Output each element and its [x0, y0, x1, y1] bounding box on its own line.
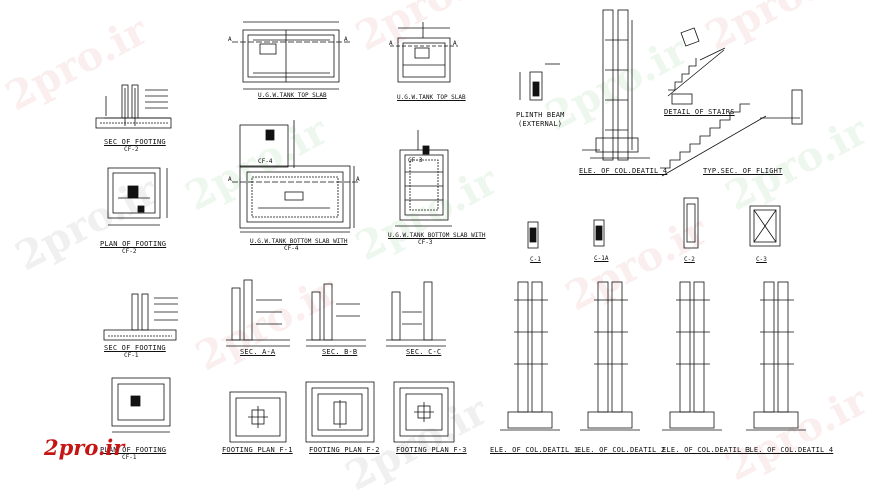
tank-bottom-slab-cf4-sub: CF-4	[284, 245, 299, 252]
section-marker-a: A	[344, 36, 348, 43]
footing-plan-cf1-sub: CF-1	[122, 454, 137, 461]
footing-plan-cf2-title: PLAN OF FOOTING	[100, 240, 167, 248]
footing-plan-cf2-sub: CF-2	[122, 248, 137, 255]
tank-bottom-slab-cf3	[395, 130, 452, 227]
footing-plan-f1	[229, 391, 287, 443]
section-marker-a: A	[389, 40, 393, 47]
section-marker-a: A	[228, 176, 232, 183]
section-cc	[386, 281, 446, 347]
section-bb	[306, 283, 366, 347]
footing-section-cf1-title: SEC OF FOOTING	[104, 344, 166, 352]
tank-bottom-slab-cf3-title: U.G.W.TANK BOTTOM SLAB WITH	[388, 232, 486, 239]
section-aa	[226, 279, 290, 347]
tank-bottom-slab-cf4-title: U.G.W.TANK BOTTOM SLAB WITH	[250, 238, 348, 245]
column-elevation-4	[746, 281, 806, 431]
footing-plan-f2	[305, 381, 375, 443]
column-elevation-4-title: ELE. OF COL.DEATIL 4	[745, 446, 834, 454]
section-marker-a: A	[453, 40, 457, 47]
section-cc-title: SEC. C-C	[406, 348, 442, 356]
footing-plan-cf2	[107, 167, 168, 226]
column-elevation-1-title: ELE. OF COL.DEATIL 1	[490, 446, 579, 454]
stairs-detail-title: DETAIL OF STAIRS	[664, 108, 735, 116]
stairs-detail	[667, 27, 726, 105]
footing-section-cf2-sub: CF-2	[124, 146, 139, 153]
plinth-beam-sub: (EXTERNAL)	[518, 120, 563, 128]
plinth-beam-title: PLINTH BEAM	[516, 111, 565, 119]
footing-section-cf1-sub: CF-1	[124, 352, 139, 359]
column-c1	[527, 221, 539, 249]
column-elevation-1	[500, 281, 560, 431]
section-marker-a: A	[356, 176, 360, 183]
column-c3-label: C-3	[756, 256, 767, 263]
footing-plan-f3	[393, 381, 455, 443]
footing-plan-f2-title: FOOTING PLAN F-2	[309, 446, 380, 454]
slab-marker-cf4: CF-4	[258, 158, 273, 165]
tank-bottom-slab-cf3-sub: CF-3	[418, 239, 433, 246]
tank-bottom-slab-cf4	[232, 120, 358, 233]
column-elevation-2	[580, 281, 640, 431]
column-c2	[683, 197, 699, 249]
section-aa-title: SEC. A-A	[240, 348, 276, 356]
section-bb-title: SEC. B-B	[322, 348, 358, 356]
column-elevation-3	[662, 281, 722, 431]
column-elevation-2-title: ELE. OF COL.DEATIL 2	[577, 446, 666, 454]
column-elevation-top-title: ELE. OF COL.DEATIL 4	[579, 167, 668, 175]
footing-plan-f1-title: FOOTING PLAN F-1	[222, 446, 293, 454]
flight-section-title: TYP.SEC. OF FLIGHT	[703, 167, 783, 175]
tank-top-slab-large-title: U.G.W.TANK TOP SLAB	[258, 92, 327, 99]
footing-section-cf2	[95, 84, 172, 129]
tank-top-slab-small-title: U.G.W.TANK TOP SLAB	[397, 94, 466, 101]
column-c1a	[593, 219, 605, 247]
footing-section-cf1	[103, 293, 178, 341]
column-c1a-label: C-1A	[594, 255, 609, 262]
column-c3	[749, 205, 781, 247]
flight-section	[660, 89, 803, 177]
site-logo: 2pro.ir	[44, 435, 125, 460]
footing-plan-cf1-title: PLAN OF FOOTING	[100, 446, 167, 454]
footing-plan-cf1	[111, 377, 171, 433]
footing-plan-f3-title: FOOTING PLAN F-3	[396, 446, 467, 454]
slab-marker-cf3: CF-3	[408, 157, 423, 164]
footing-section-cf2-title: SEC OF FOOTING	[104, 138, 166, 146]
column-elevation-top	[582, 9, 650, 161]
section-marker-a: A	[228, 36, 232, 43]
column-elevation-3-title: ELE. OF COL.DEATIL 3	[662, 446, 751, 454]
tank-top-slab-large	[232, 21, 352, 90]
plinth-beam	[519, 63, 560, 101]
tank-top-slab-small	[390, 22, 458, 83]
column-c2-label: C-2	[684, 256, 695, 263]
column-c1-label: C-1	[530, 256, 541, 263]
